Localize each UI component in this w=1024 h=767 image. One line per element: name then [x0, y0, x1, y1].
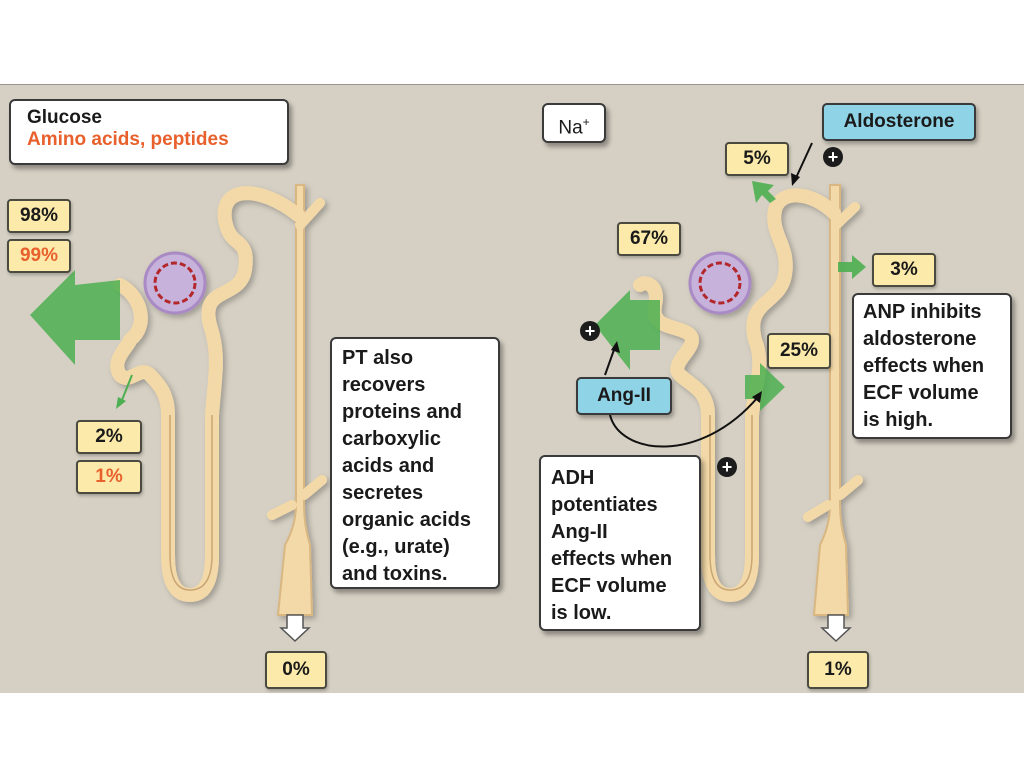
pt-note-line: carboxylic [342, 428, 441, 450]
adh-note-line: is low. [551, 602, 612, 624]
pt-note-line: and toxins. [342, 563, 448, 585]
aldosterone-label: Aldosterone [822, 103, 976, 141]
right-proximal-arrow [595, 290, 660, 370]
right-tubule [633, 188, 841, 602]
anp-note-line: is high. [863, 409, 933, 431]
left-excretion-arrow [279, 614, 311, 643]
pt-note-line: acids and [342, 455, 435, 477]
adh-note-box: ADH potentiates Ang-II effects when ECF … [539, 455, 701, 631]
pt-note-line: proteins and [342, 401, 463, 423]
left-glomerulus [153, 261, 197, 305]
left-nephron [110, 184, 327, 616]
sodium-symbol: Na [558, 117, 583, 139]
adh-plus-icon: + [717, 457, 737, 477]
pct-right-excreted: 1% [807, 651, 869, 689]
left-duct-branch-lower [267, 475, 327, 520]
ang2-label: Ang-II [576, 377, 672, 415]
right-excretion-arrow [820, 614, 852, 643]
pct-right-collecting: 3% [872, 253, 936, 287]
pct-left-proximal-glucose: 98% [7, 199, 71, 233]
anp-note-line: effects when [863, 355, 985, 377]
left-collecting-duct [276, 184, 314, 616]
legend-box: Glucose Amino acids, peptides [9, 99, 289, 165]
pct-left-loop-glucose: 2% [76, 420, 142, 454]
right-distal-arrow [752, 181, 776, 203]
anp-note-line: aldosterone [863, 328, 977, 350]
anp-note-line: ECF volume [863, 382, 979, 404]
pct-left-proximal-amino-acids: 99% [7, 239, 71, 273]
adh-note-line: ADH [551, 467, 595, 489]
aldosterone-arrow [794, 142, 813, 181]
pct-right-proximal: 67% [617, 222, 681, 256]
adh-note-line: potentiates [551, 494, 658, 516]
pt-note-line: secretes [342, 482, 424, 504]
pct-right-distal: 5% [725, 142, 789, 176]
adh-note-line: effects when [551, 548, 673, 570]
pt-note-line: PT also [342, 347, 414, 369]
left-duct-branch [295, 198, 325, 230]
left-reabsorption-arrow [30, 270, 120, 365]
anp-note-line: ANP inhibits [863, 301, 982, 323]
right-collecting-duct [812, 184, 850, 616]
anp-note-box: ANP inhibits aldosterone effects when EC… [852, 293, 1012, 439]
adh-note-line: Ang-II [551, 521, 608, 543]
ang2-to-pt-arrow [604, 346, 616, 376]
left-tubule [110, 186, 305, 602]
pt-note-line: (e.g., urate) [342, 536, 450, 558]
sodium-charge: + [582, 115, 590, 129]
pct-left-excreted: 0% [265, 651, 327, 689]
adh-note-line: ECF volume [551, 575, 667, 597]
right-collecting-arrow [838, 255, 866, 279]
pct-right-loop: 25% [767, 333, 831, 369]
ang2-to-loop-arrow [609, 396, 759, 448]
aldosterone-plus-icon: + [823, 147, 843, 167]
pt-note-line: recovers [342, 374, 426, 396]
diagram-panel: Glucose Amino acids, peptides 98% 99% 2%… [0, 84, 1024, 693]
legend-glucose: Glucose [27, 107, 102, 128]
legend-amino-acids: Amino acids, peptides [27, 129, 229, 151]
pct-left-loop-amino-acids: 1% [76, 460, 142, 494]
right-nephron [633, 184, 863, 616]
pt-note-box: PT also recovers proteins and carboxylic… [330, 337, 500, 589]
pt-note-line: organic acids [342, 509, 471, 531]
right-glomerulus [698, 261, 742, 305]
ang2-pt-plus-icon: + [580, 321, 600, 341]
sodium-label-box: Na+ [542, 103, 606, 143]
nephron-illustration [30, 142, 866, 643]
